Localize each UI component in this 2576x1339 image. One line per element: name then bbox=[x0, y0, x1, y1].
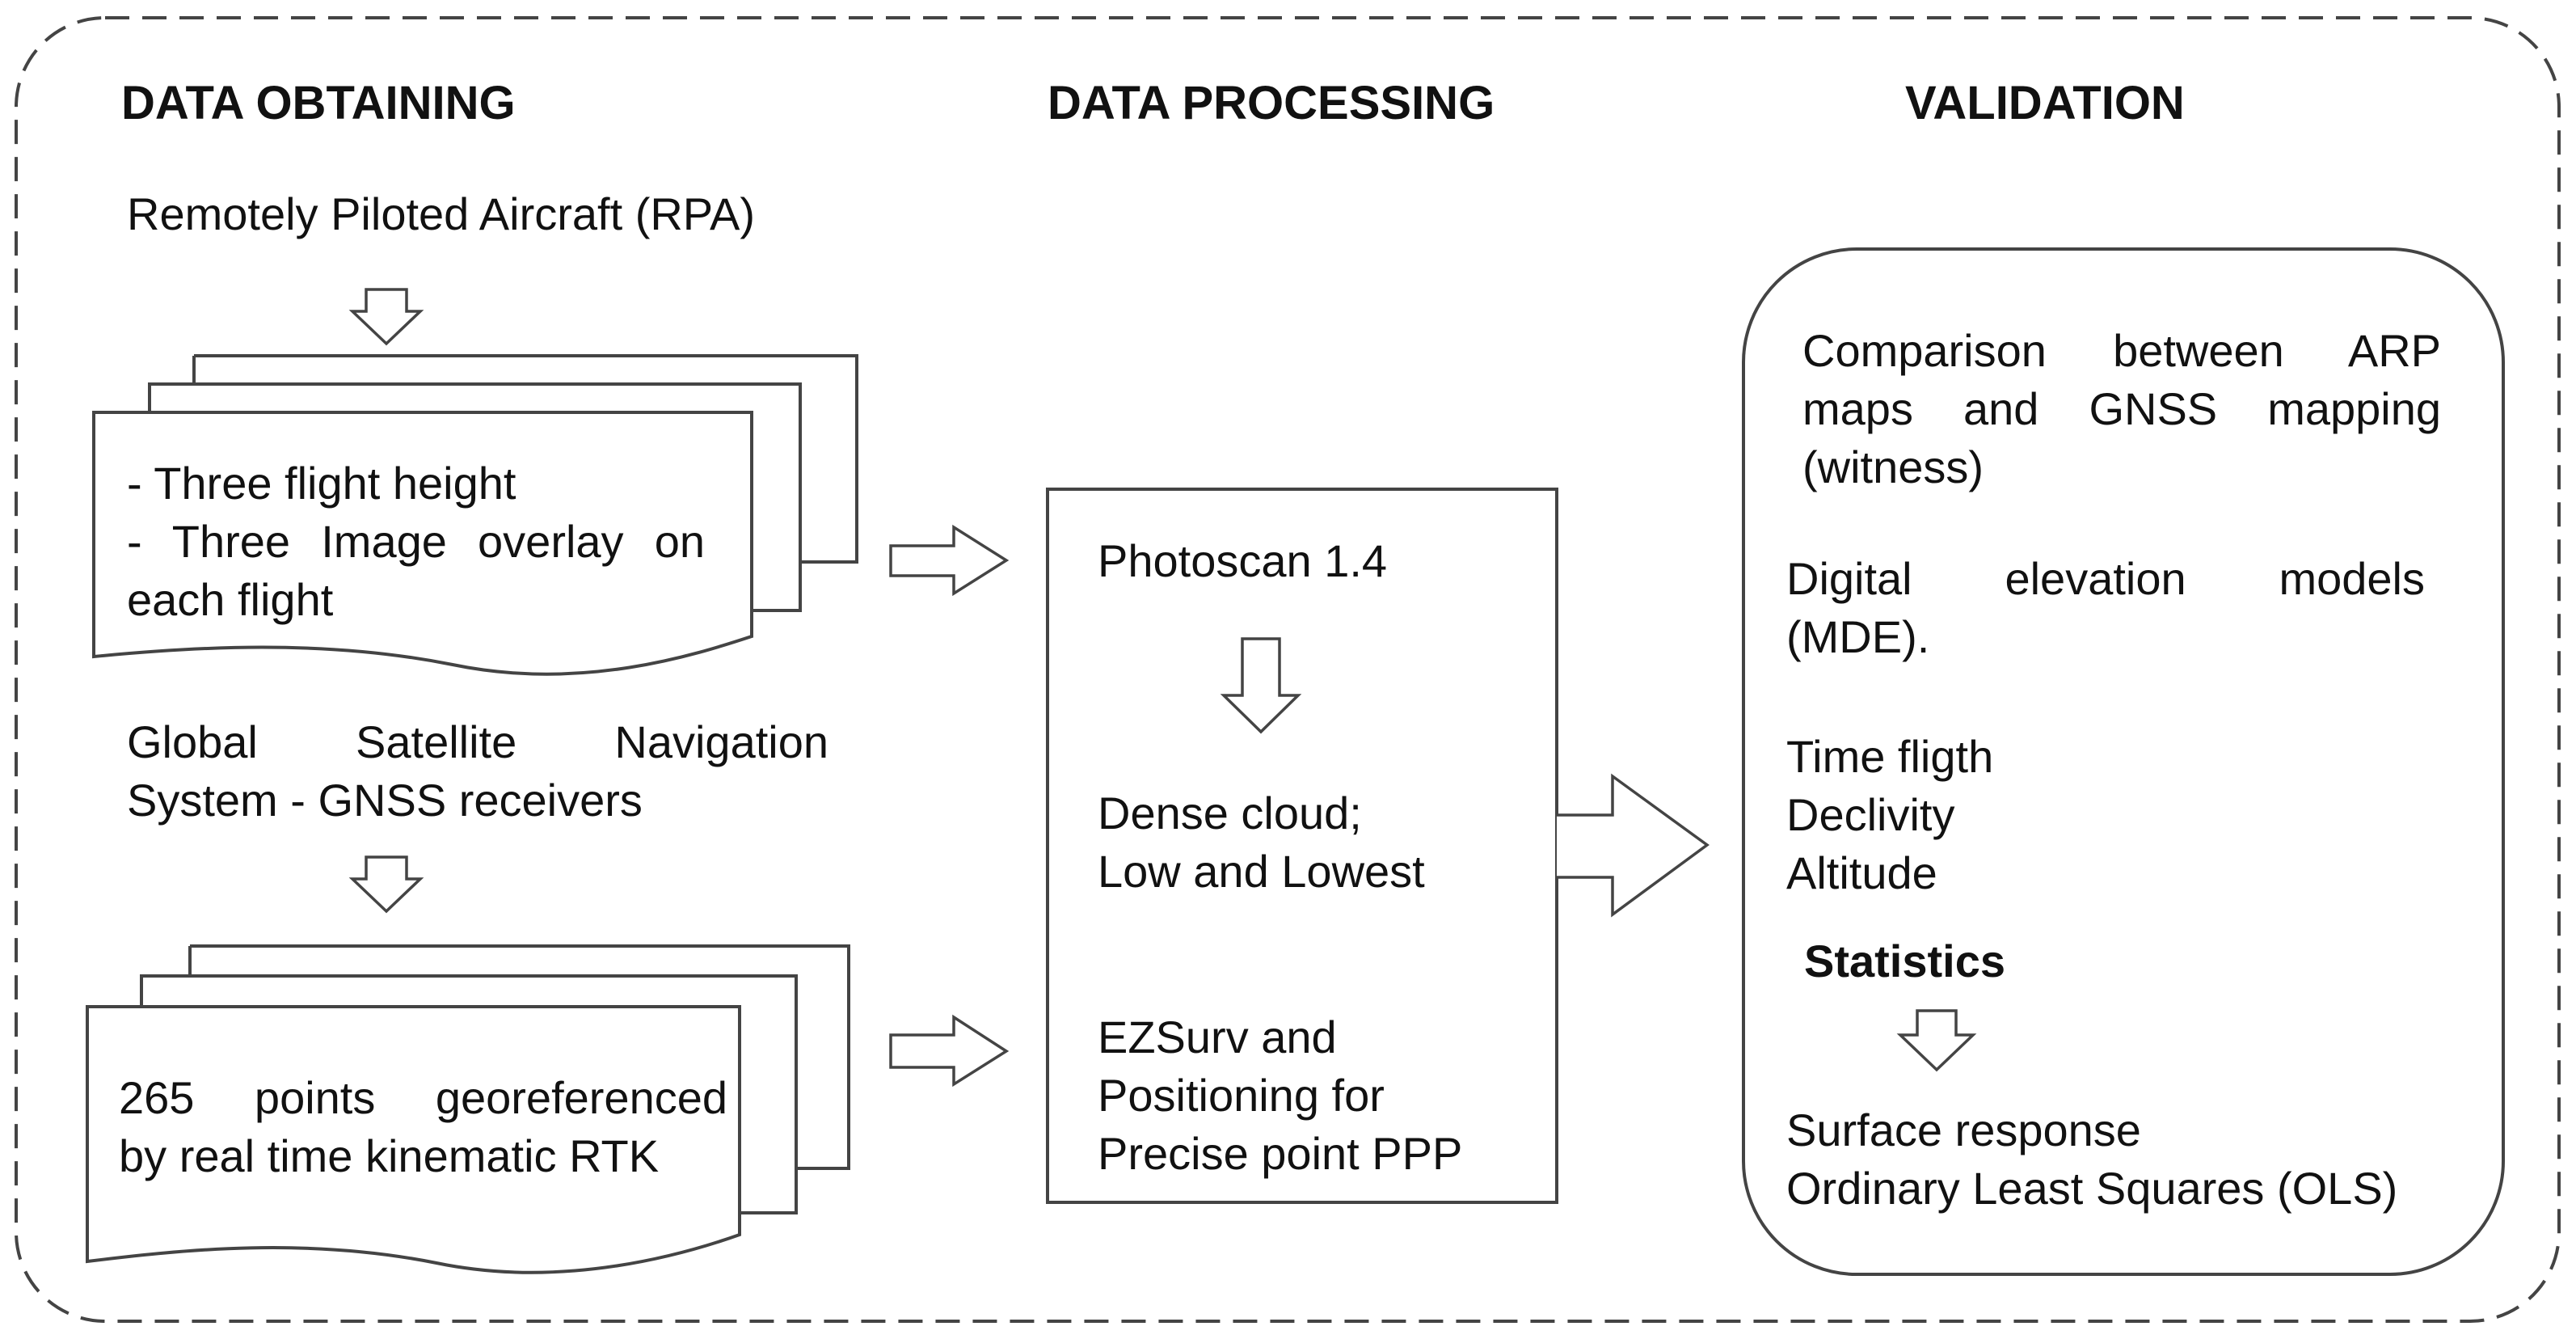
doc-front-sheet bbox=[86, 1005, 741, 1274]
dem-line: (MDE). bbox=[1786, 611, 1930, 662]
factor-item: Altitude bbox=[1786, 847, 1937, 898]
processing-step-photoscan: Photoscan 1.4 bbox=[1098, 535, 1388, 586]
down-arrow-statistics bbox=[1896, 1009, 1977, 1072]
heading-data-obtaining: DATA OBTAINING bbox=[121, 77, 516, 129]
down-arrow-gnss bbox=[348, 855, 424, 914]
ezsurv-line: EZSurv and bbox=[1098, 1012, 1337, 1062]
ezsurv-line: Precise point PPP bbox=[1098, 1128, 1463, 1179]
method-item: Ordinary Least Squares (OLS) bbox=[1786, 1163, 2398, 1214]
gnss-doc-line: 265 points georeferenced bbox=[119, 1072, 727, 1123]
factor-item: Declivity bbox=[1786, 789, 1955, 840]
right-arrow-rpa bbox=[889, 524, 1010, 597]
validation-methods: Surface response Ordinary Least Squares … bbox=[1786, 1101, 2397, 1218]
processing-box bbox=[1046, 488, 1558, 1204]
processing-step-dense-cloud: Dense cloud; Low and Lowest bbox=[1098, 784, 1425, 901]
gnss-title-line: Global Satellite Navigation bbox=[127, 716, 828, 767]
heading-data-processing: DATA PROCESSING bbox=[1048, 77, 1495, 129]
rpa-doc-line: - Three Image overlay on bbox=[127, 516, 705, 567]
dense-cloud-line: Low and Lowest bbox=[1098, 846, 1425, 897]
rpa-doc-line: - Three flight height bbox=[127, 458, 516, 509]
dense-cloud-line: Dense cloud; bbox=[1098, 788, 1362, 838]
down-arrow-rpa bbox=[348, 288, 424, 346]
validation-statistics-label: Statistics bbox=[1804, 936, 2005, 986]
processing-step-ezsurv: EZSurv and Positioning for Precise point… bbox=[1098, 1008, 1462, 1183]
comparison-line: maps and GNSS mapping bbox=[1802, 383, 2441, 434]
comparison-line: (witness) bbox=[1802, 441, 1984, 492]
method-item: Surface response bbox=[1786, 1105, 2141, 1155]
outer-dashed-frame bbox=[15, 16, 2561, 1323]
rpa-doc-line: each flight bbox=[127, 574, 334, 625]
gnss-title: Global Satellite Navigation System - GNS… bbox=[127, 713, 828, 830]
rpa-doc-text: - Three flight height - Three Image over… bbox=[127, 454, 705, 629]
comparison-line: Comparison between ARP bbox=[1802, 325, 2441, 376]
ezsurv-line: Positioning for bbox=[1098, 1070, 1385, 1121]
rpa-document-stack bbox=[92, 354, 858, 676]
heading-validation: VALIDATION bbox=[1905, 77, 2185, 129]
big-right-arrow bbox=[1557, 773, 1710, 918]
doc-back-sheet bbox=[190, 944, 850, 1170]
gnss-document-stack bbox=[86, 944, 850, 1274]
gnss-doc-line: by real time kinematic RTK bbox=[119, 1130, 660, 1181]
gnss-title-line: System - GNSS receivers bbox=[127, 775, 643, 826]
doc-front-sheet bbox=[92, 411, 753, 676]
validation-dem: Digital elevation models (MDE). bbox=[1786, 550, 2425, 666]
doc-back-sheet bbox=[194, 354, 858, 564]
validation-comparison: Comparison between ARP maps and GNSS map… bbox=[1802, 322, 2441, 496]
rpa-title: Remotely Piloted Aircraft (RPA) bbox=[127, 188, 755, 239]
validation-factors: Time fligth Declivity Altitude bbox=[1786, 728, 1993, 902]
gnss-doc-text: 265 points georeferenced by real time ki… bbox=[119, 1069, 727, 1185]
down-arrow-photoscan bbox=[1220, 637, 1302, 734]
right-arrow-gnss bbox=[889, 1014, 1010, 1088]
factor-item: Time fligth bbox=[1786, 731, 1994, 782]
dem-line: Digital elevation models bbox=[1786, 553, 2425, 604]
